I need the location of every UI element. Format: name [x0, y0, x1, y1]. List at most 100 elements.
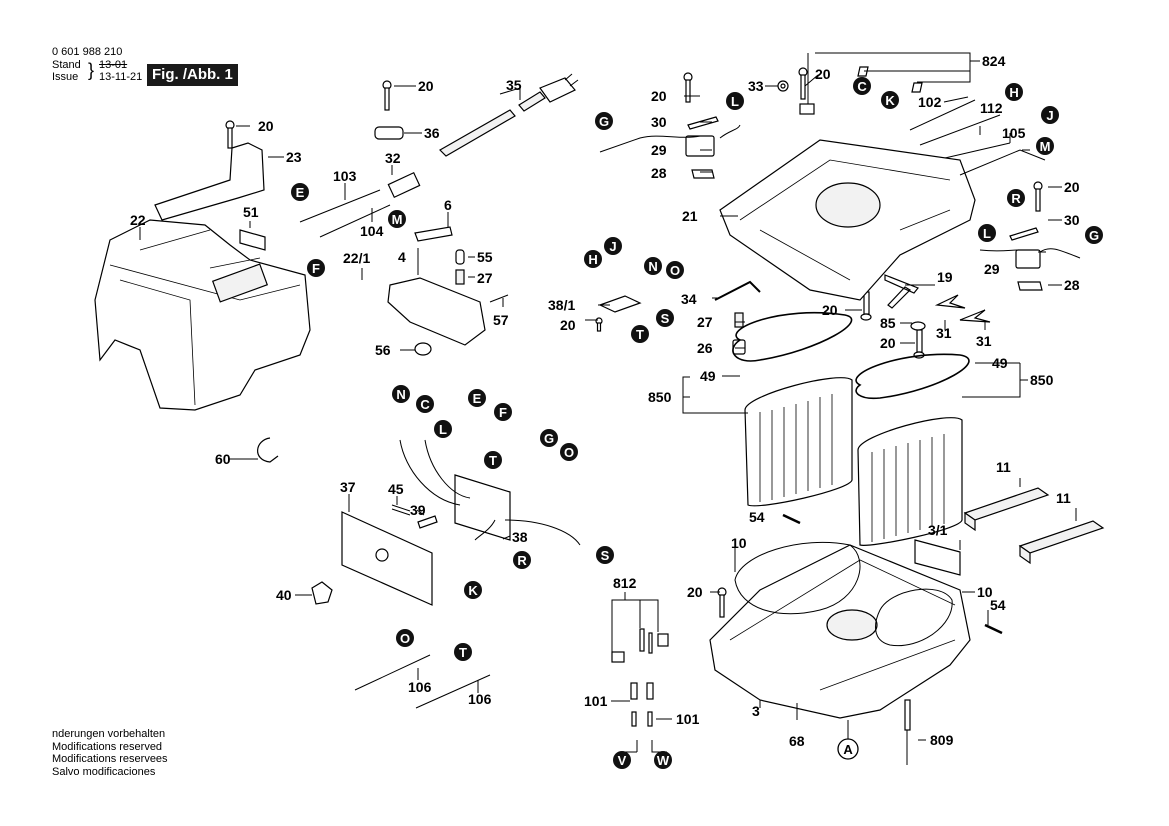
callout-54: 54 [749, 509, 765, 525]
callout-26: 26 [697, 340, 713, 356]
connector-T: T [631, 325, 649, 343]
svg-text:F: F [312, 261, 320, 276]
issue-date: 13-11-21 [99, 71, 143, 83]
svg-text:T: T [489, 453, 497, 468]
callout-29: 29 [984, 261, 1000, 277]
connector-S: S [596, 546, 614, 564]
connector-F: F [494, 403, 512, 421]
svg-text:S: S [601, 548, 610, 563]
callout-11: 11 [1056, 490, 1071, 506]
connector-F: F [307, 259, 325, 277]
connector-C: C [853, 77, 871, 95]
brace: } [88, 60, 95, 80]
callout-6: 6 [444, 197, 452, 213]
svg-text:F: F [499, 405, 507, 420]
connector-O: O [396, 629, 414, 647]
leader-lines [139, 52, 1077, 753]
svg-text:M: M [1040, 139, 1051, 154]
callout-28: 28 [1064, 277, 1080, 293]
callout-34: 34 [681, 291, 697, 307]
old-date-struck: 13-01 [99, 59, 128, 71]
callout-21: 21 [682, 208, 698, 224]
part-clip-6 [414, 226, 453, 242]
callout-85: 85 [880, 315, 896, 331]
svg-text:S: S [661, 311, 670, 326]
svg-text:O: O [670, 263, 680, 278]
callout-31: 31 [936, 325, 952, 341]
callout-35: 35 [506, 77, 522, 93]
svg-text:H: H [588, 252, 597, 267]
callout-20: 20 [822, 302, 838, 318]
callout-57: 57 [493, 312, 509, 328]
svg-text:C: C [420, 397, 430, 412]
connector-G: G [1085, 226, 1103, 244]
connector-L: L [726, 92, 744, 110]
callout-38: 38 [512, 529, 528, 545]
svg-text:O: O [564, 445, 574, 460]
connector-N: N [392, 385, 410, 403]
callout-112: 112 [980, 100, 1003, 116]
connector-H: H [584, 250, 602, 268]
callout-56: 56 [375, 342, 391, 358]
svg-text:E: E [296, 185, 305, 200]
callout-11: 11 [996, 459, 1011, 475]
callout-54: 54 [990, 597, 1006, 613]
part-label-51 [239, 229, 266, 251]
stand-label: Stand [52, 59, 81, 71]
callout-40: 40 [276, 587, 292, 603]
callout-30: 30 [651, 114, 667, 130]
part-clamp-36 [374, 126, 404, 140]
connector-R: R [513, 551, 531, 569]
callout-824: 824 [982, 53, 1006, 69]
callout-49: 49 [992, 355, 1008, 371]
svg-text:L: L [731, 94, 739, 109]
part-terminal-32 [387, 171, 421, 199]
connector-L: L [434, 420, 452, 438]
svg-text:W: W [657, 753, 670, 768]
callout-850: 850 [648, 389, 672, 405]
callout-49: 49 [700, 368, 716, 384]
callout-20: 20 [651, 88, 667, 104]
part-pcb-38-1 [598, 295, 642, 313]
callout-104: 104 [360, 223, 384, 239]
connector-J: J [604, 237, 622, 255]
part-handle-23 [154, 142, 265, 221]
callout-30: 30 [1064, 212, 1080, 228]
part-housing-4 [387, 277, 486, 346]
connector-badges: E F M N C L E F T G O S R K O T G L C K … [291, 77, 1103, 769]
connector-T: T [454, 643, 472, 661]
callout-32: 32 [385, 150, 401, 166]
svg-text:R: R [517, 553, 527, 568]
connector-L: L [978, 224, 996, 242]
callout-33: 33 [748, 78, 764, 94]
footer-line-de: nderungen vorbehalten [52, 728, 166, 740]
part-gasket-49-left [732, 311, 853, 362]
part-shapes [94, 66, 1105, 765]
callout-28: 28 [651, 165, 667, 181]
footer-line-fr: Modifications reservees [52, 753, 168, 765]
callout-106: 106 [468, 691, 492, 707]
svg-text:H: H [1009, 85, 1018, 100]
issue-label: Issue [52, 71, 79, 83]
callout-101: 101 [584, 693, 608, 709]
connector-N: N [644, 257, 662, 275]
connector-H: H [1005, 83, 1023, 101]
part-foam-11-b [1018, 520, 1105, 554]
callout-20: 20 [880, 335, 896, 351]
part-hook-60 [257, 437, 279, 463]
callout-37: 37 [340, 479, 356, 495]
callout-27: 27 [477, 270, 493, 286]
callout-20: 20 [560, 317, 576, 333]
part-number: 0 601 988 210 [52, 46, 123, 58]
callout-68: 68 [789, 733, 805, 749]
callout-20: 20 [258, 118, 274, 134]
connector-O: O [560, 443, 578, 461]
svg-text:K: K [468, 583, 478, 598]
svg-text:G: G [599, 114, 609, 129]
callout-36: 36 [424, 125, 440, 141]
footer-line-es: Salvo modificaciones [52, 765, 156, 778]
connector-M: M [388, 210, 406, 228]
callout-20: 20 [418, 78, 434, 94]
callout-23: 23 [286, 149, 302, 165]
svg-text:L: L [439, 422, 447, 437]
